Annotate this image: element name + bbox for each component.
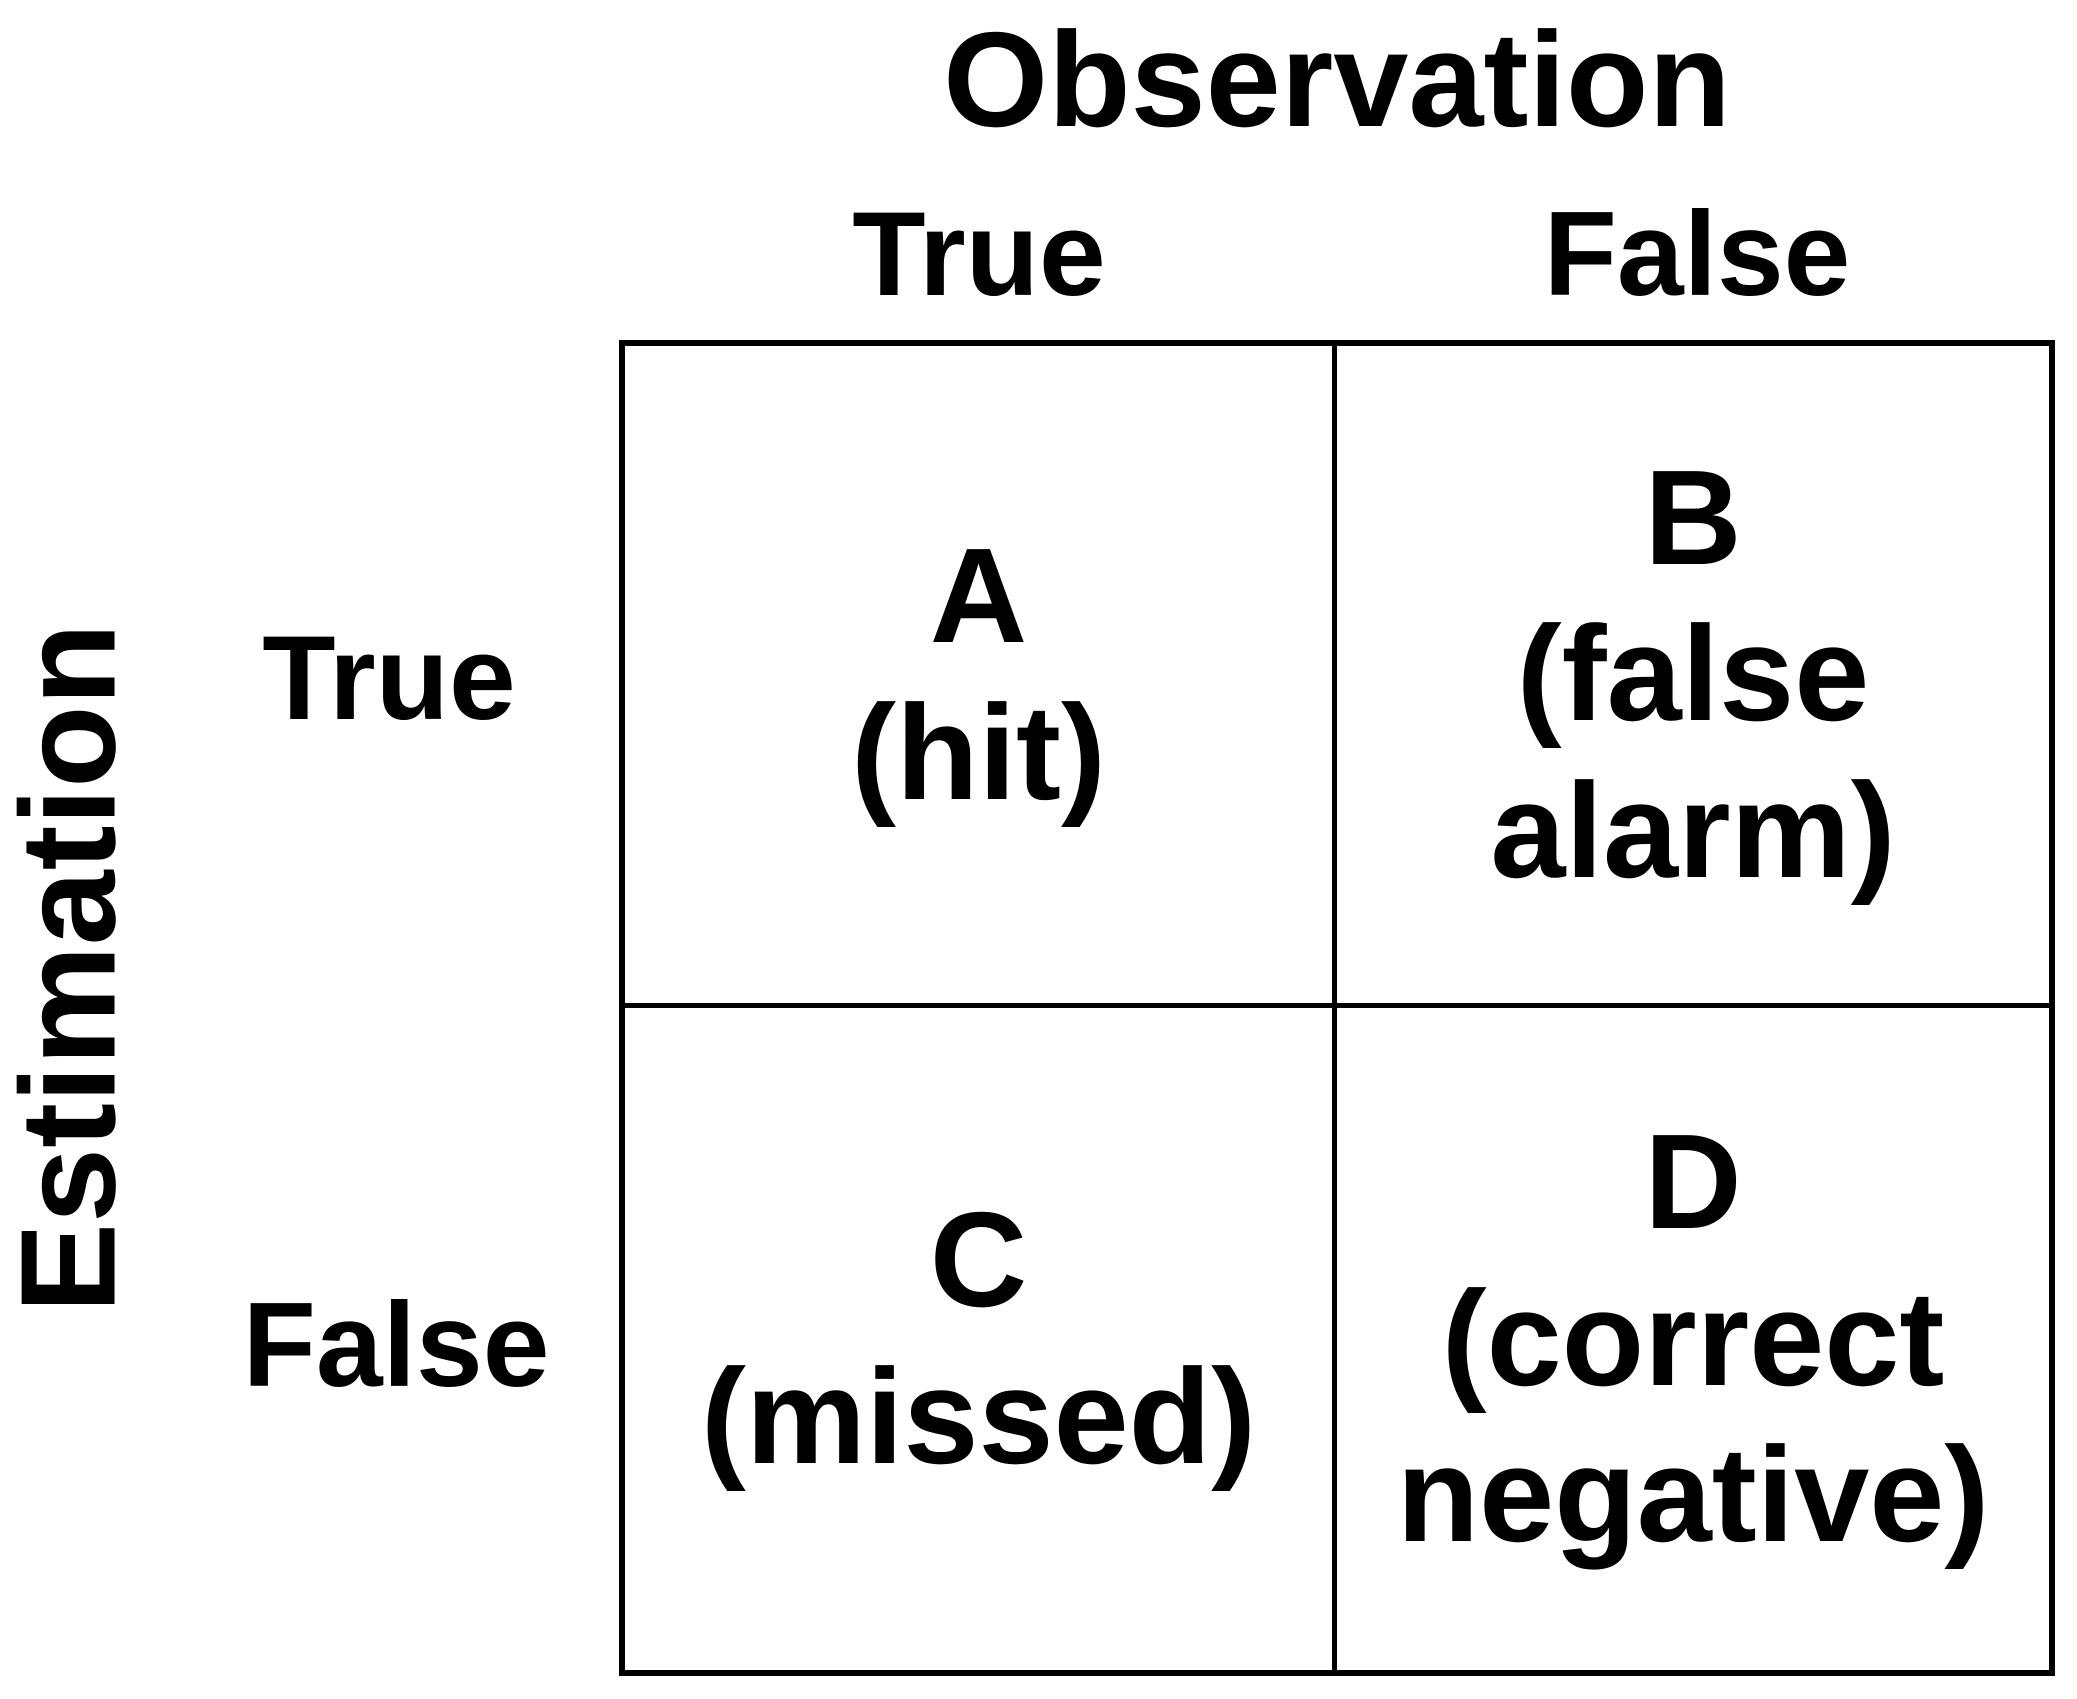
cell-hit-description: (hit) bbox=[851, 676, 1106, 828]
matrix-table: A (hit) B (false alarm) C (missed) D (co… bbox=[619, 340, 2055, 1676]
cell-false-alarm-letter: B bbox=[1644, 441, 1742, 593]
cell-missed-description: (missed) bbox=[700, 1341, 1257, 1492]
cell-hit-letter: A bbox=[929, 519, 1028, 671]
cell-missed: C (missed) bbox=[625, 1008, 1337, 1670]
row-header-false: False bbox=[242, 1278, 550, 1412]
observation-axis-title: Observation bbox=[943, 4, 1731, 155]
cell-correct-negative-description: (correct negative) bbox=[1396, 1262, 1990, 1571]
cell-false-alarm-description: (false alarm) bbox=[1490, 598, 1896, 906]
cell-correct-negative: D (correct negative) bbox=[1337, 1008, 2049, 1670]
cell-false-alarm: B (false alarm) bbox=[1337, 346, 2049, 1008]
cell-hit: A (hit) bbox=[625, 346, 1337, 1008]
column-header-true: True bbox=[852, 187, 1106, 321]
column-header-false: False bbox=[1543, 187, 1851, 321]
cell-correct-negative-letter: D bbox=[1644, 1106, 1742, 1258]
cell-missed-letter: C bbox=[929, 1184, 1028, 1336]
estimation-axis-title: Estimation bbox=[0, 622, 144, 1314]
row-header-true: True bbox=[262, 611, 516, 745]
